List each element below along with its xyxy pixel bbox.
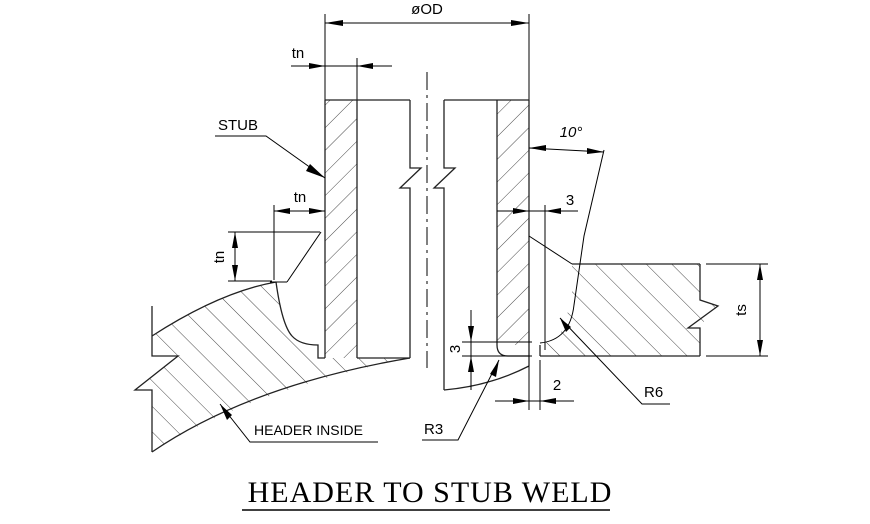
root-height-label: 3 [447, 345, 464, 353]
arrow-icon [309, 208, 325, 214]
arrow-icon [490, 360, 499, 377]
arrow-icon [540, 398, 556, 404]
tn-vertical-dimension: tn [211, 231, 320, 282]
arrow-icon [468, 326, 474, 342]
arrow-icon [587, 148, 604, 154]
arrow-icon [232, 232, 238, 248]
angle-label: 10° [560, 124, 583, 141]
r6-label: R6 [644, 384, 663, 401]
tn-side-label: tn [294, 189, 307, 206]
tn-side-dimension: tn [273, 189, 325, 280]
gap-top-dimension: 3 [497, 192, 578, 350]
gap-top-label: 3 [566, 192, 574, 209]
header-inside-leader: HEADER INSIDE [219, 403, 378, 443]
arrow-icon [468, 356, 474, 372]
header-inside-label: HEADER INSIDE [254, 422, 363, 438]
arrow-icon [306, 164, 325, 178]
arrow-icon [232, 265, 238, 281]
header-right [528, 149, 720, 357]
drawing-title: HEADER TO STUB WELD [242, 476, 613, 511]
stub-label: STUB [218, 117, 258, 134]
od-dimension: øOD [324, 1, 530, 100]
arrow-icon [274, 208, 290, 214]
arrow-icon [560, 318, 571, 332]
tn-vertical-label: tn [211, 251, 228, 264]
stub-left-wall [324, 99, 423, 359]
root-height-dimension: 3 [447, 310, 532, 390]
ts-label: ts [733, 304, 750, 316]
r6-leader: R6 [559, 317, 670, 405]
arrow-icon [513, 398, 529, 404]
tn-top-label: tn [292, 45, 305, 62]
stub-right-wall [432, 99, 530, 391]
arrow-icon [529, 145, 546, 151]
stub-leader: STUB [215, 117, 326, 179]
arrow-icon [511, 20, 529, 26]
od-label: øOD [411, 1, 443, 18]
arrow-icon [309, 63, 325, 69]
arrow-icon [357, 63, 373, 69]
arrow-icon [220, 404, 232, 420]
bevel-angle-dimension: 10° [528, 124, 605, 154]
ts-dimension: ts [706, 263, 768, 357]
r3-label: R3 [424, 421, 443, 438]
arrow-icon [545, 208, 561, 214]
arrow-icon [513, 208, 529, 214]
tn-top-dimension: tn [291, 45, 392, 100]
root-gap-dimension: 2 [495, 360, 574, 410]
header-left [133, 231, 411, 453]
root-gap-label: 2 [553, 377, 561, 394]
r3-leader: R3 [422, 359, 500, 441]
arrow-icon [325, 20, 343, 26]
arrow-icon [757, 340, 763, 356]
arrow-icon [757, 264, 763, 280]
title-text: HEADER TO STUB WELD [248, 476, 613, 509]
